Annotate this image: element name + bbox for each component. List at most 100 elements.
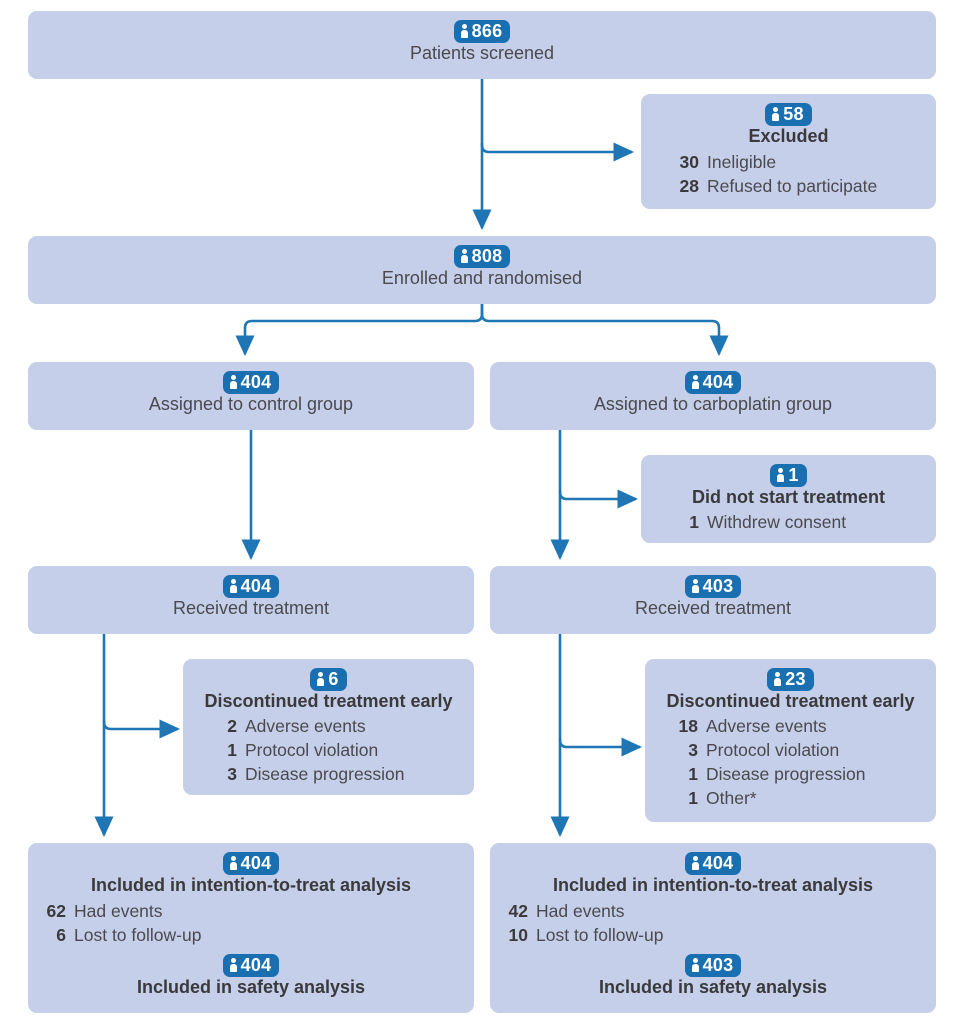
- badge-row: 404: [490, 852, 936, 875]
- reason-list: 2 Adverse events 1 Protocol violation 3 …: [221, 714, 474, 786]
- person-icon: [229, 855, 238, 871]
- connector-enrolled-split: [235, 304, 484, 357]
- list-item: 42 Had events: [498, 899, 936, 923]
- outcome-list: 42 Had events 10 Lost to follow-up: [498, 899, 936, 947]
- item-label: Adverse events: [706, 716, 827, 736]
- outcome-list: 62 Had events 6 Lost to follow-up: [36, 899, 474, 947]
- item-count: 1: [689, 512, 699, 532]
- count-value: 404: [240, 372, 272, 392]
- item-label: Lost to follow-up: [74, 925, 202, 946]
- item-count: 62: [46, 901, 66, 921]
- node-title: Assigned to carboplatin group: [593, 394, 833, 414]
- node-title-safety: Included in safety analysis: [136, 977, 366, 998]
- badge-row: 6: [183, 668, 474, 691]
- item-count: 1: [688, 788, 698, 809]
- node-received-treatment-carboplatin: 403 Received treatment: [490, 566, 936, 634]
- item-label: Other*: [706, 788, 757, 809]
- person-icon: [229, 578, 238, 594]
- item-count: 2: [227, 716, 237, 736]
- node-title: Received treatment: [634, 598, 792, 618]
- badge-row: 1: [641, 464, 936, 487]
- count-badge: 403: [684, 575, 742, 598]
- count-value: 403: [702, 576, 734, 596]
- person-icon: [691, 855, 700, 871]
- person-icon: [691, 957, 700, 973]
- person-icon: [460, 248, 469, 264]
- reason-list: 1 Withdrew consent: [683, 510, 936, 534]
- badge-row: 808: [28, 245, 936, 268]
- node-excluded: 58 Excluded 30 Ineligible 28 Refused to …: [641, 94, 936, 209]
- node-patients-screened: 866 Patients screened: [28, 11, 936, 79]
- node-did-not-start-treatment: 1 Did not start treatment 1 Withdrew con…: [641, 455, 936, 543]
- list-item: 1 Disease progression: [671, 762, 936, 786]
- item-label: Had events: [536, 901, 625, 921]
- badge-row: 404: [28, 852, 474, 875]
- item-count: 30: [679, 152, 699, 172]
- count-value: 404: [702, 853, 734, 873]
- person-icon: [773, 671, 782, 687]
- node-title: Discontinued treatment early: [666, 691, 915, 711]
- connector-carbo-to-discontinued: [558, 737, 643, 757]
- item-label: Had events: [74, 901, 163, 921]
- item-count: 3: [227, 764, 237, 785]
- node-analysis-control: 404 Included in intention-to-treat analy…: [28, 843, 474, 1013]
- connector-carbo-to-did-not-start: [558, 489, 639, 509]
- item-label: Disease progression: [245, 764, 405, 785]
- person-icon: [460, 23, 469, 39]
- count-badge: 866: [453, 20, 511, 43]
- item-label: Adverse events: [245, 716, 366, 736]
- list-item: 10 Lost to follow-up: [498, 923, 936, 947]
- badge-row: 58: [641, 103, 936, 126]
- list-item: 2 Adverse events: [221, 714, 474, 738]
- node-assigned-control: 404 Assigned to control group: [28, 362, 474, 430]
- count-badge: 808: [453, 245, 511, 268]
- item-label: Ineligible: [707, 152, 777, 172]
- person-icon: [691, 374, 700, 390]
- node-title: Enrolled and randomised: [381, 268, 583, 288]
- person-icon: [776, 467, 785, 483]
- item-count: 1: [688, 764, 698, 785]
- node-assigned-carboplatin: 404 Assigned to carboplatin group: [490, 362, 936, 430]
- list-item: 1 Withdrew consent: [683, 510, 936, 534]
- list-item: 3 Disease progression: [221, 762, 474, 786]
- count-value: 404: [702, 372, 734, 392]
- count-value: 404: [240, 576, 272, 596]
- count-value: 808: [471, 246, 503, 266]
- node-title-safety: Included in safety analysis: [598, 977, 828, 998]
- item-label: Protocol violation: [706, 740, 840, 761]
- item-count: 1: [227, 740, 237, 761]
- node-title: Excluded: [748, 126, 829, 146]
- node-title: Assigned to control group: [148, 394, 354, 414]
- item-count: 10: [508, 925, 528, 946]
- count-value: 866: [471, 21, 503, 41]
- item-count: 18: [678, 716, 698, 736]
- connector-screened-to-excluded: [480, 142, 635, 162]
- badge-row-safety: 404: [28, 954, 474, 978]
- person-icon: [691, 578, 700, 594]
- item-label: Withdrew consent: [707, 512, 847, 532]
- list-item: 6 Lost to follow-up: [36, 923, 474, 947]
- item-count: 3: [688, 740, 698, 761]
- list-item: 3 Protocol violation: [671, 738, 936, 762]
- reason-list: 18 Adverse events 3 Protocol violation 1…: [671, 714, 936, 811]
- list-item: 1 Protocol violation: [221, 738, 474, 762]
- item-label: Refused to participate: [707, 176, 878, 197]
- node-title-itt: Included in intention-to-treat analysis: [90, 875, 412, 895]
- node-title: Discontinued treatment early: [204, 691, 453, 711]
- count-badge: 404: [684, 371, 742, 394]
- list-item: 30 Ineligible: [665, 150, 936, 174]
- count-badge: 404: [684, 852, 742, 875]
- item-label: Disease progression: [706, 764, 866, 785]
- list-item: 28 Refused to participate: [665, 174, 936, 198]
- count-badge: 1: [770, 464, 807, 487]
- badge-row: 403: [490, 575, 936, 598]
- node-title: Received treatment: [172, 598, 330, 618]
- badge-row: 866: [28, 20, 936, 43]
- node-title-itt: Included in intention-to-treat analysis: [552, 875, 874, 895]
- count-value: 404: [240, 853, 272, 873]
- item-count: 42: [508, 901, 528, 921]
- list-item: 1 Other*: [671, 786, 936, 810]
- count-value: 404: [240, 955, 272, 976]
